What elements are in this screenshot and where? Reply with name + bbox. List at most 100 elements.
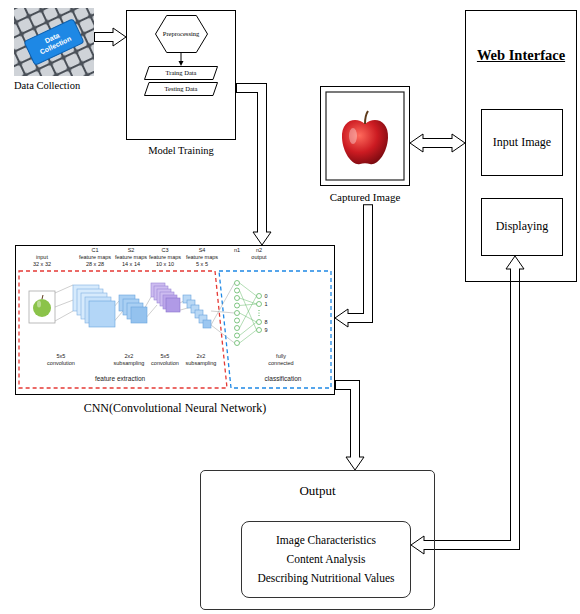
figure-label: feature maps [186,254,218,261]
photo-frame [326,92,404,180]
box-label: Input Image [493,136,551,150]
neuron [235,281,240,286]
box-label: Testing Data [165,85,198,92]
feature-map [203,320,211,328]
keyboard-keys [14,8,94,76]
box-label: Preprocessing [163,30,199,37]
caption: Captured Image [320,191,410,204]
neuron [235,333,240,338]
arrow-hollow [422,139,454,147]
box-frame [320,86,410,186]
feature-map [89,301,115,327]
figure-label: 2x2 subsampling [112,353,146,366]
figure-label: fully connected [266,353,296,366]
figure-label: 9 [264,327,267,334]
figure-label: 10 x 10 [156,261,174,268]
dense-lines [240,283,257,343]
ellipsis-dot [258,312,259,313]
network-box: CNN(Convolutional Neural Network)input32… [15,245,335,415]
shape-outline [155,16,207,53]
box-label: Image Characteristics [276,534,376,547]
neuron [235,318,240,323]
arrow-hollow [336,385,355,459]
flow-arrow [335,385,364,470]
figure-label: classification [265,375,302,383]
figure-label: feature maps [115,254,147,261]
box-label: Content Analysis [287,553,366,566]
neuron [235,311,240,316]
apple-stem [365,111,368,124]
arrow-head [113,28,126,46]
data-parallelogram: Testing Data [144,82,218,96]
neuron [235,303,240,308]
interface-box: Displaying [481,198,563,256]
figure-label: 5x5 convolution [148,353,182,366]
arrow-hollow [95,33,115,41]
figure-label: 2x2 subsampling [184,353,218,366]
arrow-head [179,61,184,66]
caption: CNN(Convolutional Neural Network) [15,401,335,415]
arrow-head [335,309,348,327]
apple-highlight [349,128,357,144]
figure-label: C1 [91,247,98,254]
panel-title: Web Interface [466,47,576,64]
figure-label: S4 [199,247,206,254]
connectors [94,28,524,554]
apple-stem [42,295,43,299]
neuron [235,341,240,346]
caption: Data Collection [14,80,94,93]
neuron [235,288,240,293]
feature-map [166,298,180,312]
arrow-hollow [347,205,369,318]
keyboard-photo [14,8,94,76]
flow-arrow [335,204,368,327]
caption: Model Training [126,145,236,158]
result-box: Image CharacteristicsContent AnalysisDes… [241,521,411,598]
box-label: Describing Nutritional Values [257,572,394,585]
flow-arrow [94,28,126,46]
output-box: OutputImage CharacteristicsContent Analy… [200,470,435,610]
apple-photo [326,92,404,180]
neuron [235,326,240,331]
thin-arrow [179,53,184,66]
arrow-hollow [423,268,516,546]
figure-label: output [251,254,266,261]
feature-region [19,271,227,388]
figure-label: feature extraction [95,375,145,383]
preprocess-hexagon: Preprocessing [155,15,208,53]
data-parallelogram: Traing Data [144,66,218,80]
output-neuron [257,294,262,299]
neuron [235,296,240,301]
key-label: Data Collection [31,25,78,58]
image-box: Captured Image [320,86,410,204]
arrow-head [253,232,271,245]
interface-box: Input Image [481,109,563,176]
figure-label: 5x5 convolution [44,353,78,366]
box-label: Displaying [496,220,549,234]
connection-lines [55,283,235,343]
box-frame [15,245,335,395]
figure-label: 14 x 14 [122,261,140,268]
box-label: Traing Data [166,69,197,76]
ellipsis-dot [258,315,259,316]
figure-label: input [36,254,48,261]
figure-label: n2 [256,247,262,254]
output-neuron [257,302,262,307]
arrow-head [346,457,364,470]
ellipsis-dot [258,310,259,311]
flow-arrow [411,256,524,554]
green-apple [33,299,51,317]
figure-label: 28 x 28 [86,261,104,268]
output-neuron [257,320,262,325]
arrow-head [411,536,424,554]
arrow-hollow [237,88,262,234]
shape-outline [145,67,218,80]
panel-title: Output [201,483,434,499]
figure-label: n1 [234,247,240,254]
feature-map [131,307,147,323]
figure-label: 0 [264,293,267,300]
cnn-figure [19,271,331,388]
figure-label: 1 [264,301,267,308]
interface-panel: Web InterfaceInput ImageDisplaying [465,10,577,282]
